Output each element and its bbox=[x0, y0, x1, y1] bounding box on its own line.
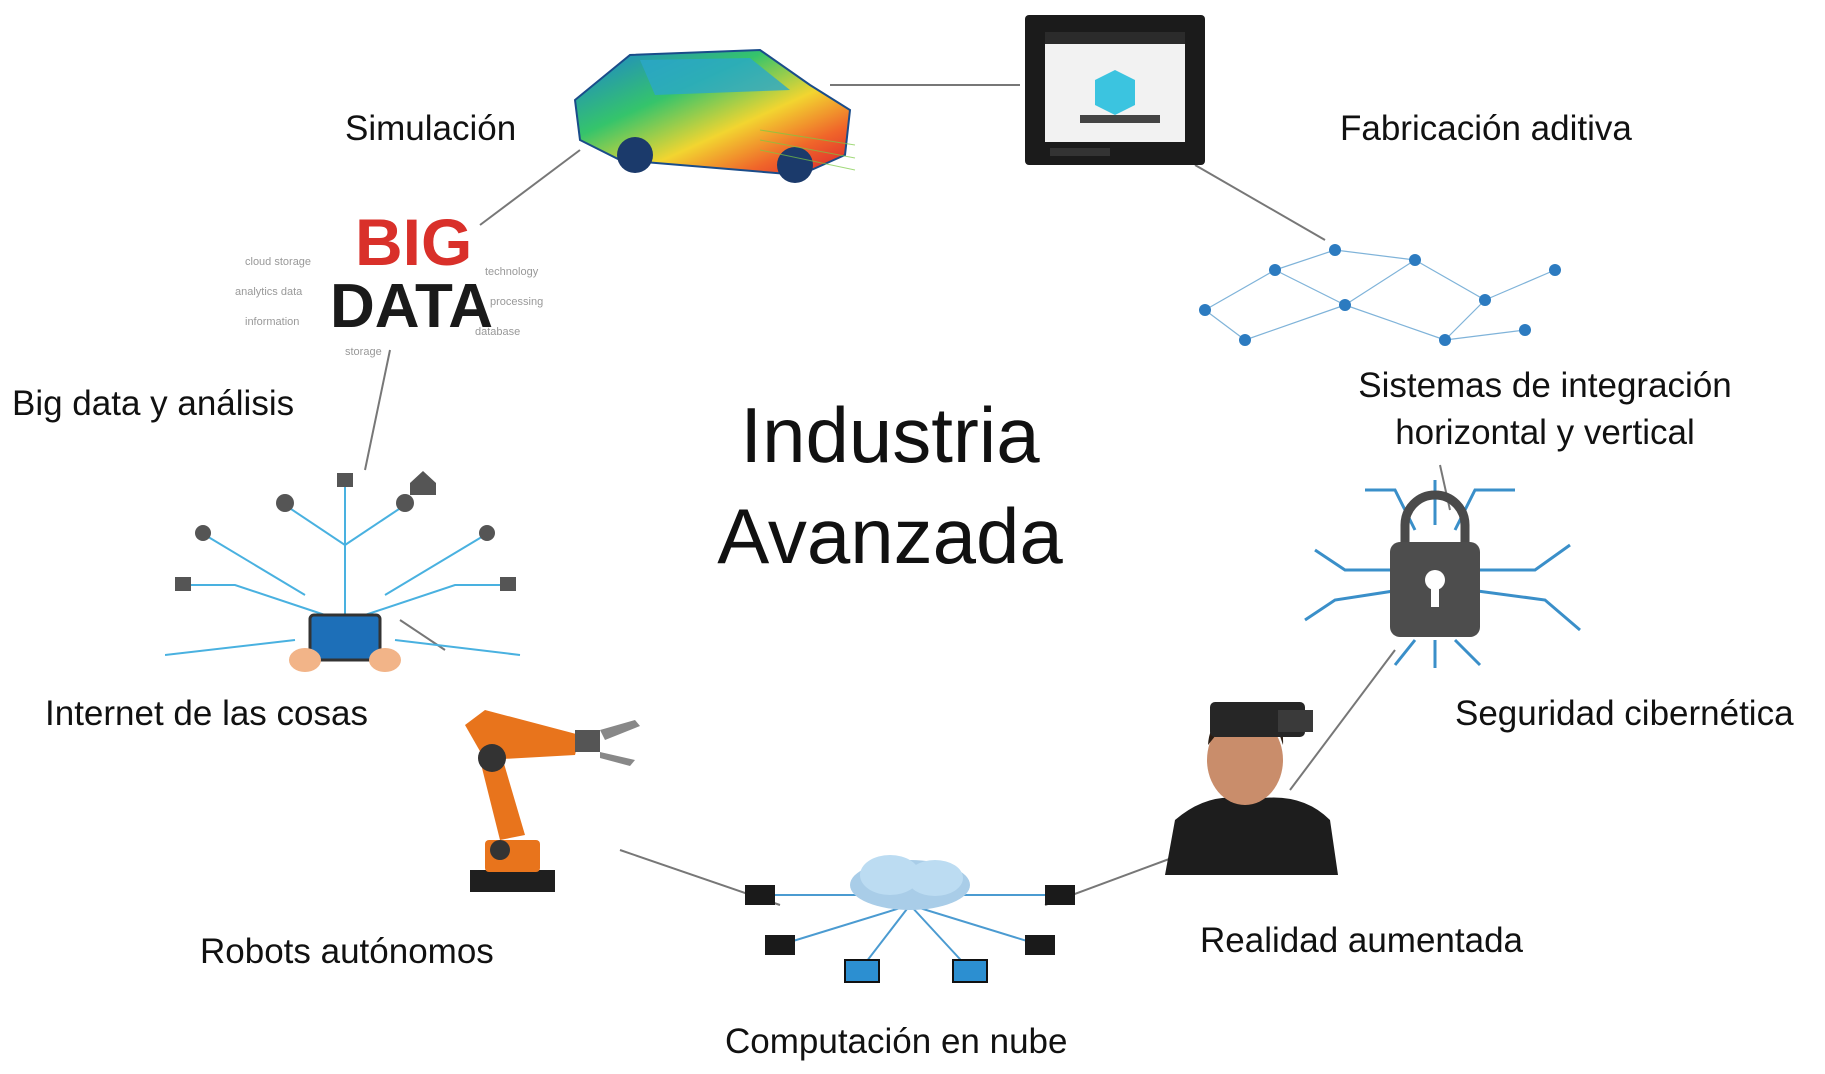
label-sistemas-line1: Sistemas de integración bbox=[1358, 366, 1732, 405]
svg-text:technology: technology bbox=[485, 266, 539, 278]
robot-arm-icon bbox=[440, 690, 670, 900]
big-data-data-text: DATA bbox=[330, 272, 493, 341]
big-data-big-text: BIG bbox=[355, 205, 472, 279]
label-big-data: Big data y análisis bbox=[12, 384, 295, 423]
label-robots-autonomos: Robots autónomos bbox=[200, 932, 494, 971]
svg-text:processing: processing bbox=[490, 296, 543, 308]
center-title: Industria Avanzada bbox=[640, 385, 1140, 588]
svg-text:storage: storage bbox=[345, 346, 382, 358]
label-seguridad-cibernetica: Seguridad cibernética bbox=[1455, 694, 1794, 733]
label-fabricacion-aditiva: Fabricación aditiva bbox=[1340, 109, 1632, 148]
network-icon bbox=[1185, 230, 1570, 360]
svg-text:cloud storage: cloud storage bbox=[245, 256, 311, 268]
svg-text:analytics data: analytics data bbox=[235, 286, 303, 298]
label-computacion-nube: Computación en nube bbox=[725, 1022, 1068, 1061]
label-realidad-aumentada: Realidad aumentada bbox=[1200, 921, 1524, 960]
circuit-lock-icon bbox=[1285, 470, 1595, 670]
iot-tablet-icon bbox=[165, 465, 525, 675]
center-title-line1: Industria bbox=[740, 391, 1040, 479]
svg-text:information: information bbox=[245, 316, 299, 328]
label-internet-cosas: Internet de las cosas bbox=[45, 694, 368, 733]
car-simulation-icon bbox=[560, 30, 860, 185]
big-data-wordcloud-icon: cloud storage analytics data information t… bbox=[225, 195, 595, 365]
svg-text:database: database bbox=[475, 326, 520, 338]
label-sistemas-integracion: Sistemas de integración horizontal y ver… bbox=[1335, 362, 1755, 457]
cloud-network-icon bbox=[720, 850, 1100, 990]
label-simulacion: Simulación bbox=[345, 109, 517, 148]
vr-headset-person-icon bbox=[1160, 690, 1340, 880]
3d-printer-icon bbox=[1020, 10, 1210, 170]
center-title-line2: Avanzada bbox=[717, 492, 1063, 581]
label-sistemas-line2: horizontal y vertical bbox=[1395, 413, 1695, 453]
